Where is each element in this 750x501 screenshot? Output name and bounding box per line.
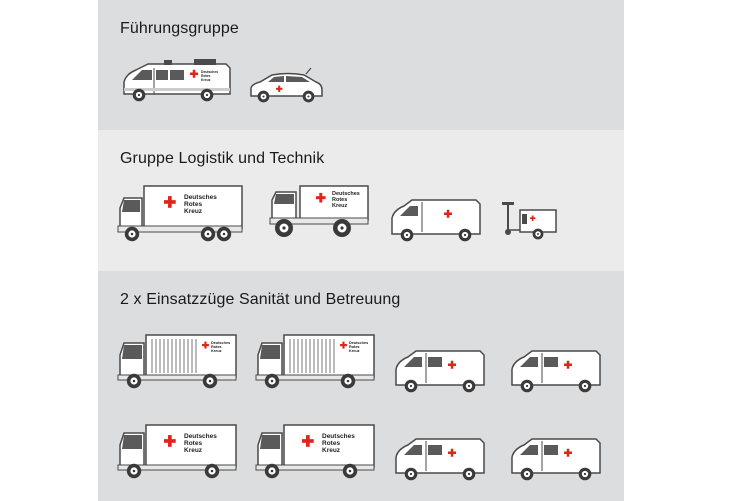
ambulance-van (511, 350, 601, 393)
svg-text:Kreuz: Kreuz (211, 349, 222, 353)
svg-text:Deutsches: Deutsches (184, 433, 217, 440)
command-van: Deutsches Rotes Kreuz (123, 59, 231, 102)
svg-text:Deutsches: Deutsches (184, 194, 217, 201)
svg-text:Rotes: Rotes (184, 440, 202, 447)
svg-text:Deutsches: Deutsches (332, 191, 360, 197)
svg-text:Deutsches: Deutsches (349, 341, 368, 345)
svg-text:Rotes: Rotes (211, 345, 222, 349)
supply-truck: Deutsches Rotes Kreuz (117, 334, 237, 389)
svg-text:Kreuz: Kreuz (184, 447, 203, 454)
group-title: Führungsgruppe (120, 20, 239, 37)
svg-text:Deutsches: Deutsches (322, 433, 355, 440)
group-logistik-technik: Gruppe Logistik und Technik Deutsches Ro… (98, 130, 624, 271)
box-truck: Deutsches Rotes Kreuz (255, 424, 375, 479)
logistics-van (391, 199, 481, 242)
svg-text:Deutsches: Deutsches (211, 341, 230, 345)
svg-text:Rotes: Rotes (332, 197, 347, 203)
svg-text:Kreuz: Kreuz (332, 203, 348, 209)
group-title: Gruppe Logistik und Technik (120, 150, 325, 167)
svg-text:Kreuz: Kreuz (349, 349, 360, 353)
generator-trailer (502, 202, 557, 240)
svg-text:Rotes: Rotes (349, 345, 360, 349)
svg-text:Deutsches: Deutsches (201, 70, 218, 74)
svg-text:Kreuz: Kreuz (184, 208, 203, 215)
ambulance-van (395, 438, 485, 481)
svg-text:Kreuz: Kreuz (201, 78, 211, 82)
box-truck: Deutsches Rotes Kreuz (117, 185, 243, 242)
command-car (250, 67, 323, 103)
ambulance-van (511, 438, 601, 481)
group-fuehrungsgruppe: Führungsgruppe Deutsches Rotes Kreuz (98, 0, 624, 130)
svg-text:Rotes: Rotes (201, 74, 211, 78)
ambulance-van (395, 350, 485, 393)
group-title: 2 x Einsatzzüge Sanität und Betreuung (120, 291, 401, 308)
svg-text:Rotes: Rotes (184, 201, 202, 208)
box-truck: Deutsches Rotes Kreuz (117, 424, 237, 479)
svg-text:Kreuz: Kreuz (322, 447, 341, 454)
supply-truck: Deutsches Rotes Kreuz (255, 334, 375, 389)
unimog-truck: Deutsches Rotes Kreuz (269, 185, 369, 237)
svg-text:Rotes: Rotes (322, 440, 340, 447)
group-sanitaet-betreuung: 2 x Einsatzzüge Sanität und Betreuung De… (98, 271, 624, 501)
